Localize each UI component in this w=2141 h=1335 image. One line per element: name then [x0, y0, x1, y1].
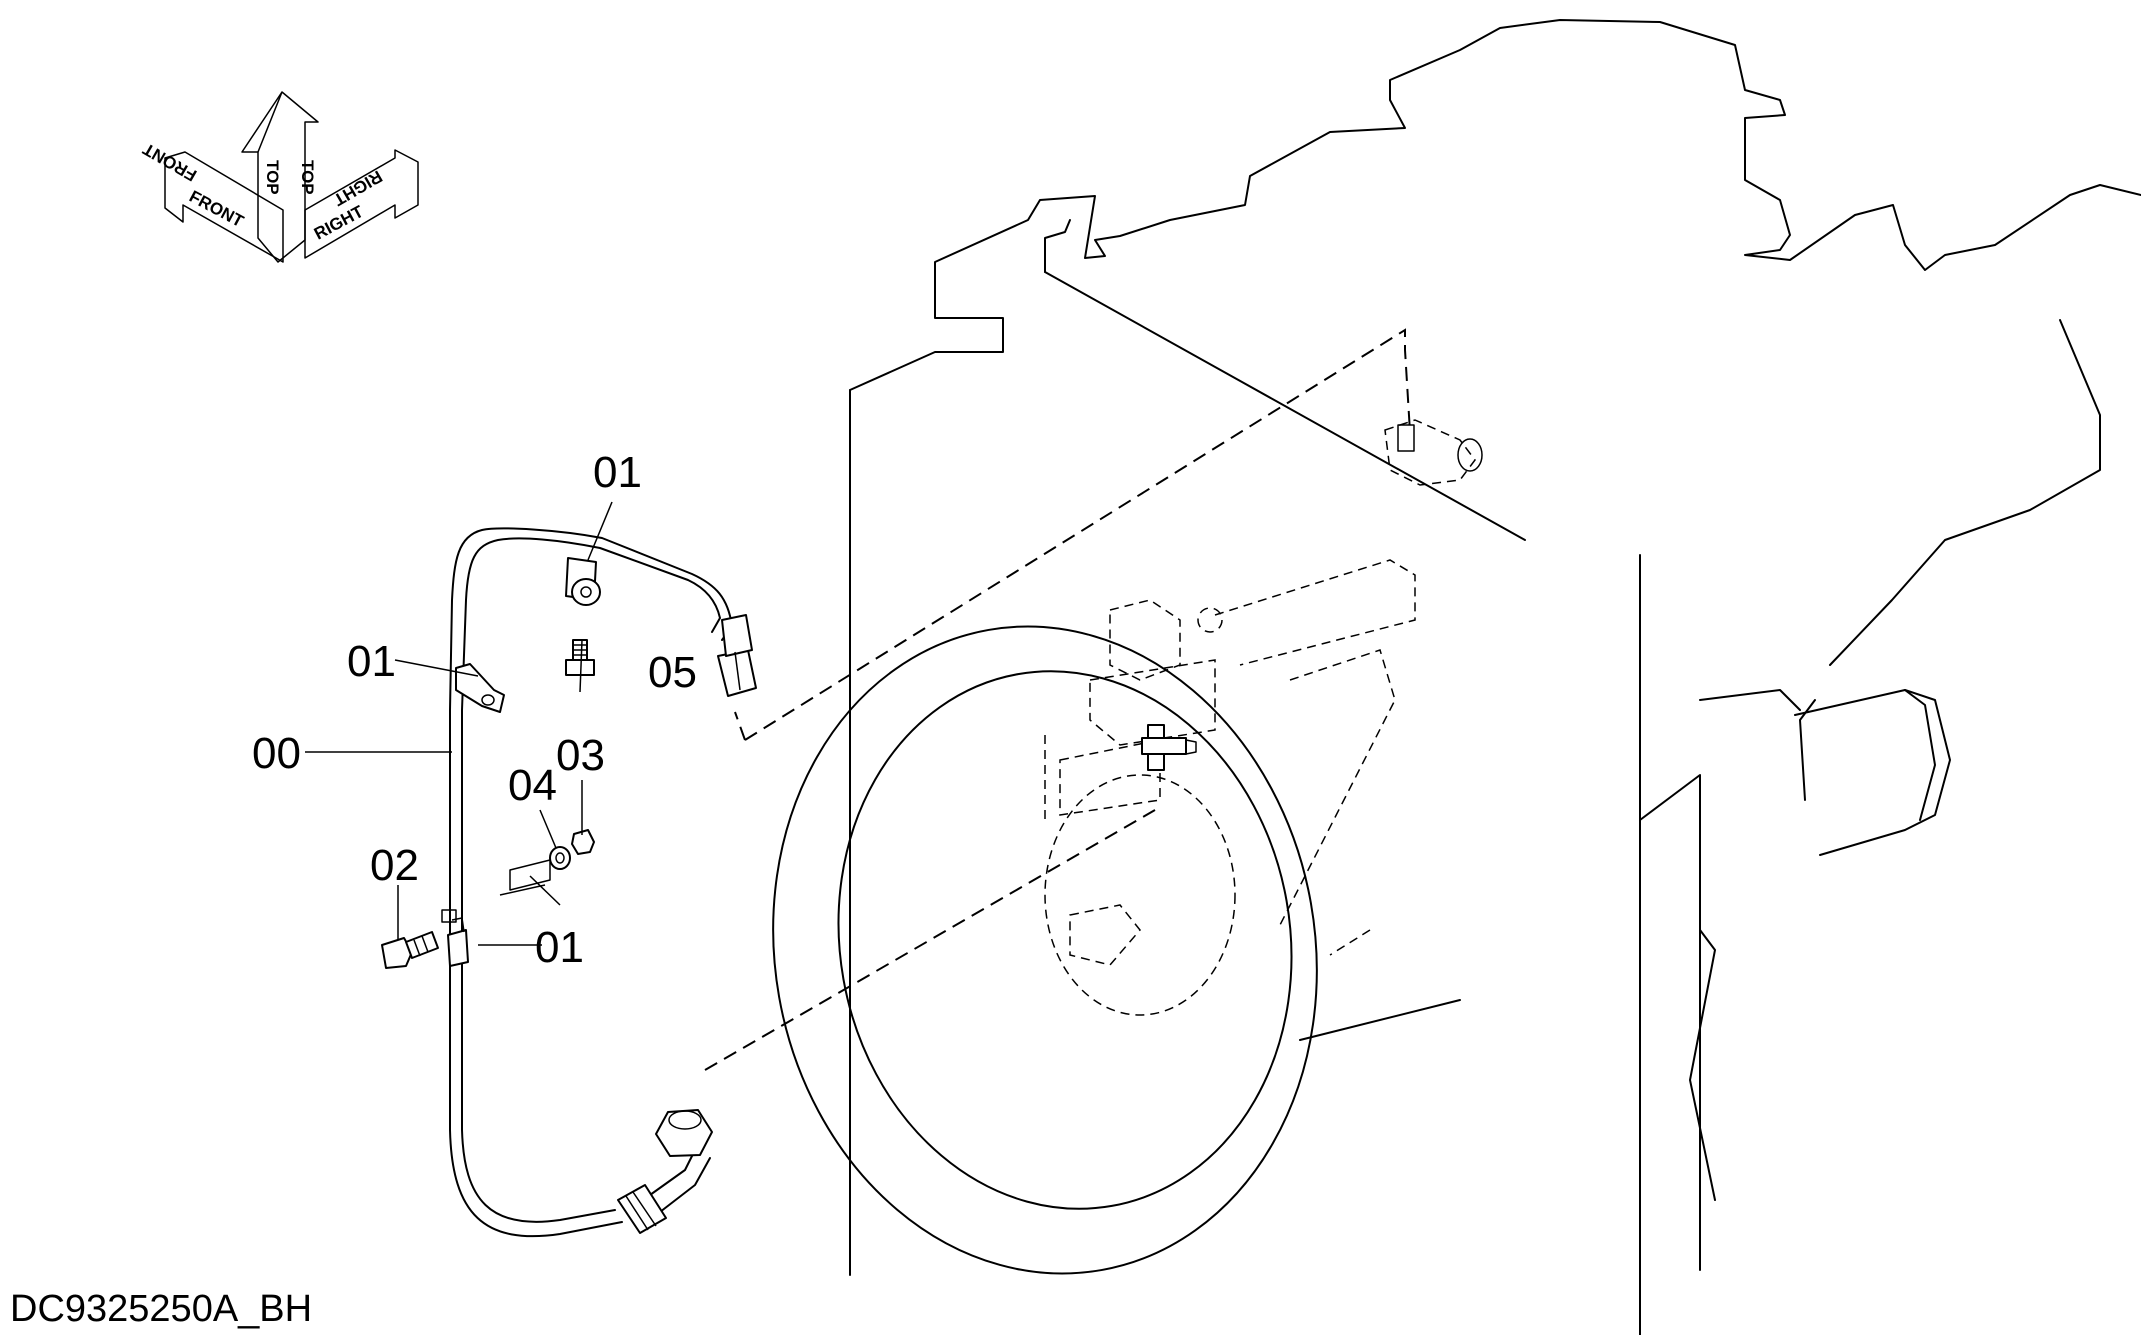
top-label-a: TOP: [263, 160, 282, 195]
bracket-plate: [499, 859, 561, 906]
hose-assembly: [441, 527, 757, 1238]
callout-01-low: 01: [535, 923, 584, 972]
nut-03: [571, 829, 595, 855]
drawing-code: DC9325250A_BH: [10, 1288, 313, 1330]
callout-01-top: 01: [593, 448, 642, 497]
right-arrow-shape: [304, 149, 419, 259]
washer-04: [549, 846, 571, 870]
callout-00: 00: [252, 729, 301, 778]
callout-04: 04: [508, 761, 557, 810]
bolt-05: [565, 639, 595, 676]
front-label-top: FRONT: [139, 139, 200, 185]
flange-ring: [772, 625, 1318, 1275]
upper-fitting: [1384, 419, 1483, 486]
callouts: 01 01 00 05 03 04 02 01: [252, 448, 697, 972]
top-arrow-shape: [241, 91, 319, 263]
routing-lines: [704, 328, 1411, 1071]
engine-outline: [849, 19, 2141, 1335]
bolt-02: [381, 931, 439, 969]
callout-03: 03: [556, 731, 605, 780]
tee-fitting: [1141, 724, 1197, 771]
callout-02: 02: [370, 841, 419, 890]
hidden-pump-outline: [1044, 559, 1416, 1016]
orientation-symbol: FRONT FRONT TOP TOP RIGHT RIGHT: [139, 91, 419, 263]
callout-05: 05: [648, 648, 697, 697]
top-label-b: TOP: [298, 160, 317, 195]
leader-lines: [305, 501, 613, 946]
front-arrow-shape: [164, 151, 284, 263]
callout-01-mid: 01: [347, 637, 396, 686]
